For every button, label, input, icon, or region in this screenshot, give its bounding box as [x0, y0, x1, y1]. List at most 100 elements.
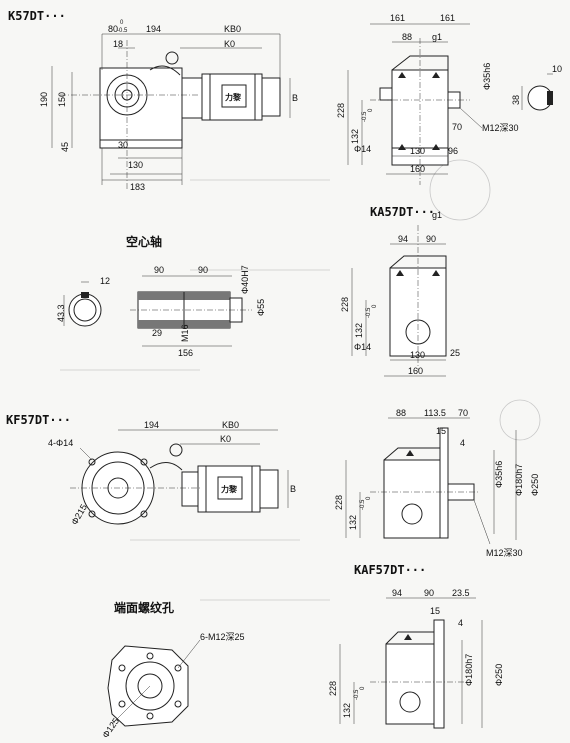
svg-text:130: 130 [410, 146, 425, 156]
svg-text:g1: g1 [432, 32, 442, 42]
svg-text:25: 25 [450, 348, 460, 358]
svg-text:0: 0 [372, 304, 378, 308]
svg-text:130: 130 [128, 160, 143, 170]
svg-text:Φ14: Φ14 [354, 342, 371, 352]
svg-text:4: 4 [460, 438, 465, 448]
kf-output-flange [439, 427, 449, 539]
svg-text:Φ250: Φ250 [530, 474, 540, 496]
svg-text:38: 38 [511, 95, 521, 105]
svg-text:132: 132 [354, 323, 364, 338]
view-k57-side: 161 161 88 g1 228 132 0 -0.5 Φ35h6 70 M1… [336, 13, 562, 185]
motor-badge: 力黎 [225, 92, 241, 102]
kf-housing-side [383, 459, 441, 539]
svg-text:-0.5: -0.5 [362, 111, 368, 122]
svg-text:Φ125: Φ125 [100, 716, 121, 740]
svg-text:194: 194 [146, 24, 161, 34]
svg-text:6-M12深25: 6-M12深25 [200, 632, 245, 642]
svg-text:30: 30 [118, 140, 128, 150]
svg-text:228: 228 [328, 681, 338, 696]
title-kaf57: KAF57DT··· [354, 563, 426, 577]
svg-text:18: 18 [113, 39, 123, 49]
svg-text:228: 228 [340, 297, 350, 312]
svg-text:K0: K0 [224, 39, 235, 49]
svg-text:23.5: 23.5 [452, 588, 470, 598]
svg-text:M12深30: M12深30 [486, 548, 523, 558]
svg-text:Φ55: Φ55 [256, 299, 266, 316]
svg-text:70: 70 [452, 122, 462, 132]
svg-text:0: 0 [360, 686, 366, 690]
svg-text:Φ250: Φ250 [494, 664, 504, 686]
svg-text:g1: g1 [432, 210, 442, 220]
svg-text:4-Φ14: 4-Φ14 [48, 438, 73, 448]
svg-text:Φ40H7: Φ40H7 [240, 265, 250, 294]
svg-text:80: 80 [108, 24, 118, 34]
svg-text:94: 94 [392, 588, 402, 598]
svg-text:Φ35h6: Φ35h6 [482, 63, 492, 90]
svg-text:45: 45 [60, 142, 70, 152]
svg-text:KB0: KB0 [222, 420, 239, 430]
svg-text:70: 70 [458, 408, 468, 418]
svg-text:161: 161 [440, 13, 455, 23]
svg-text:90: 90 [198, 265, 208, 275]
svg-text:KB0: KB0 [224, 24, 241, 34]
svg-text:力黎: 力黎 [221, 484, 237, 494]
svg-text:K0: K0 [220, 434, 231, 444]
svg-text:-0.5: -0.5 [354, 689, 360, 700]
svg-text:150: 150 [57, 92, 67, 107]
svg-text:113.5: 113.5 [424, 408, 446, 418]
svg-text:-0.5: -0.5 [360, 499, 366, 510]
svg-text:B: B [290, 484, 296, 494]
svg-text:228: 228 [336, 103, 346, 118]
svg-text:M12深30: M12深30 [482, 123, 519, 133]
svg-text:190: 190 [39, 92, 49, 107]
svg-text:130: 130 [410, 350, 425, 360]
view-face-threads: 端面螺纹孔 6-M12深25 Φ125 [100, 600, 244, 740]
svg-text:96: 96 [448, 146, 458, 156]
svg-text:194: 194 [144, 420, 159, 430]
svg-text:156: 156 [178, 348, 193, 358]
svg-text:43.3: 43.3 [56, 304, 66, 322]
svg-text:88: 88 [402, 32, 412, 42]
svg-text:12: 12 [100, 276, 110, 286]
svg-text:Φ35h6: Φ35h6 [494, 461, 504, 488]
kaf-output-flange [433, 619, 445, 729]
gear-housing [99, 67, 183, 141]
svg-text:M16: M16 [180, 324, 190, 342]
svg-text:160: 160 [408, 366, 423, 376]
svg-text:183: 183 [130, 182, 145, 192]
svg-text:29: 29 [152, 328, 162, 338]
view-hollow-shaft: 空心轴 12 43.3 90 90 Φ40H7 Φ55 29 M16 156 [56, 234, 266, 358]
svg-text:Φ215: Φ215 [69, 502, 89, 526]
svg-text:4: 4 [458, 618, 463, 628]
view-kf57-side: 88 113.5 70 15 4 Φ35h6 Φ180h7 Φ250 228 1… [334, 408, 540, 558]
svg-text:10: 10 [552, 64, 562, 74]
svg-text:15: 15 [436, 426, 446, 436]
svg-text:0: 0 [368, 108, 374, 112]
svg-text:Φ14: Φ14 [354, 144, 371, 154]
svg-text:132: 132 [348, 515, 358, 530]
kf-lifting-eye [169, 443, 183, 457]
svg-text:94: 94 [398, 234, 408, 244]
svg-text:0: 0 [120, 20, 124, 26]
face-plate [107, 645, 189, 727]
svg-text:Φ180h7: Φ180h7 [464, 654, 474, 686]
view-kaf57: KAF57DT··· 94 90 23.5 15 4 228 132 0 -0.… [328, 563, 504, 729]
svg-text:228: 228 [334, 495, 344, 510]
svg-text:-0.5: -0.5 [117, 28, 128, 34]
lifting-eye [165, 51, 179, 65]
svg-text:0: 0 [366, 496, 372, 500]
svg-text:161: 161 [390, 13, 405, 23]
svg-text:88: 88 [396, 408, 406, 418]
ghost-lines [60, 159, 541, 601]
title-k57: K57DT··· [8, 9, 66, 23]
svg-text:90: 90 [426, 234, 436, 244]
title-face: 端面螺纹孔 [114, 600, 174, 615]
title-ka57: KA57DT··· [370, 205, 435, 219]
svg-text:160: 160 [410, 164, 425, 174]
svg-text:B: B [292, 93, 298, 103]
svg-text:-0.5: -0.5 [366, 307, 372, 318]
svg-text:Φ180h7: Φ180h7 [514, 464, 524, 496]
svg-text:90: 90 [154, 265, 164, 275]
